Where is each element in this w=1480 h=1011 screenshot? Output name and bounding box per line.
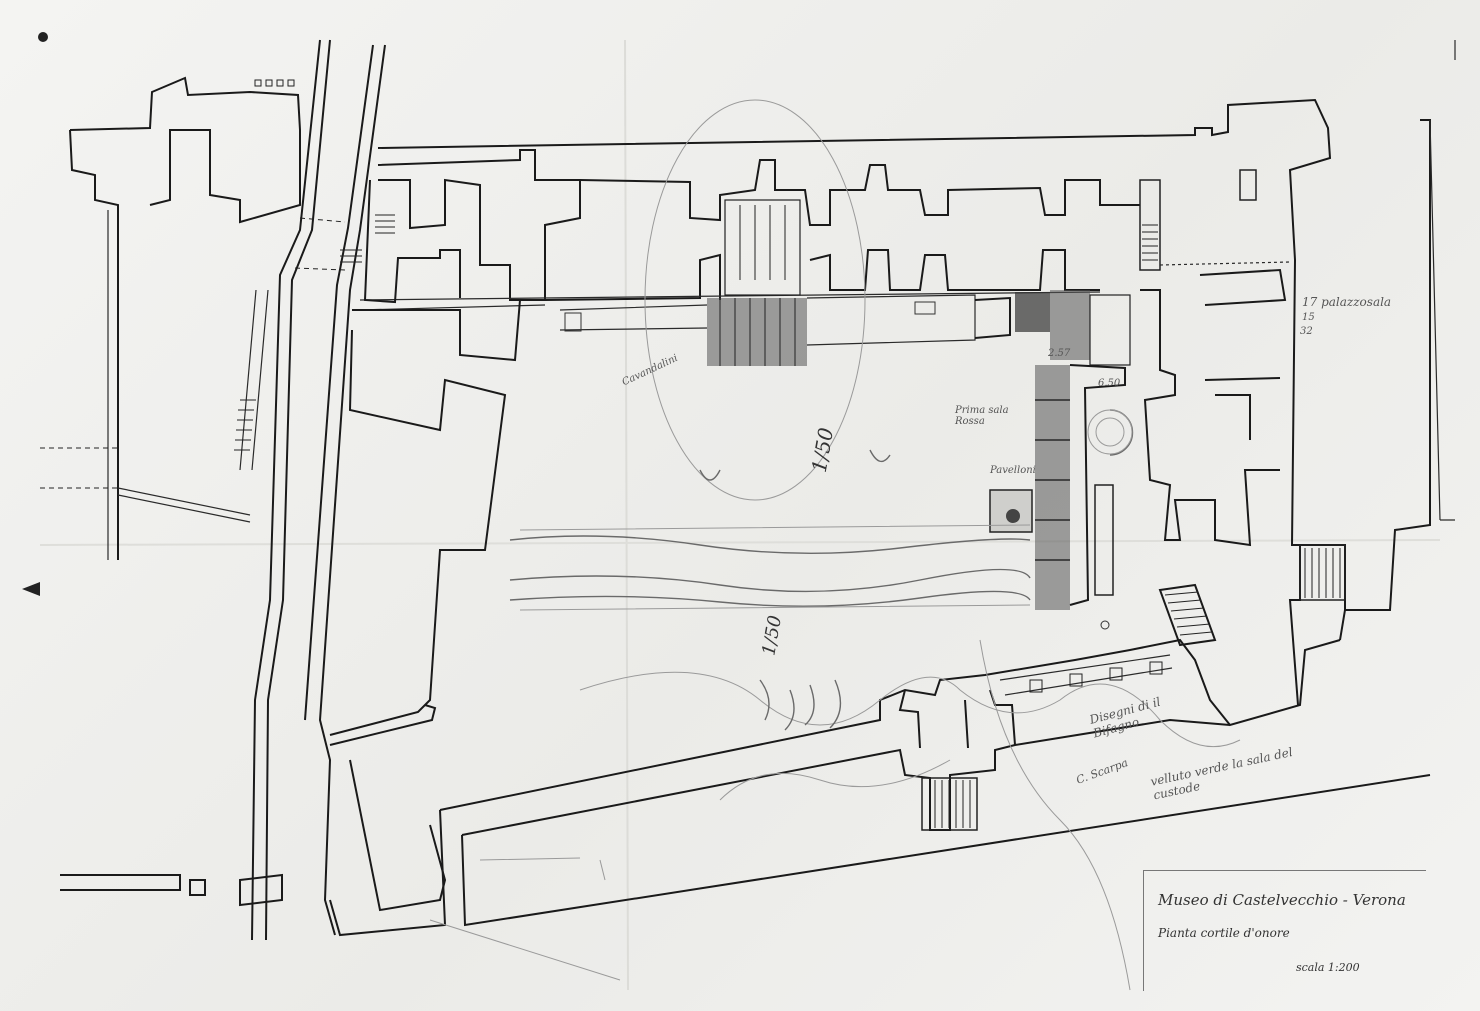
annotation-right-2: 15 <box>1302 312 1315 323</box>
pin-mark-top <box>38 32 48 42</box>
annotation-corridor-label: Pavelloni <box>990 465 1036 476</box>
courtyard-sketches <box>429 99 1241 991</box>
title-museum: Museo di Castelvecchio - Verona <box>1158 891 1406 909</box>
annotation-right-3: 32 <box>1300 326 1313 337</box>
title-block: Museo di Castelvecchio - Verona Pianta c… <box>1143 870 1426 991</box>
annotation-dim-1: 6.50 <box>1098 378 1121 389</box>
annotation-center-label: Prima sala Rossa <box>955 405 1009 427</box>
title-scale: scala 1:200 <box>1296 961 1360 974</box>
gallery-intervention <box>559 199 1134 630</box>
east-wing <box>1140 40 1456 706</box>
north-wing <box>359 98 1332 311</box>
street-strips <box>60 39 386 941</box>
title-plan: Pianta cortile d'onore <box>1158 926 1290 940</box>
west-wing <box>294 179 521 912</box>
left-buildings <box>40 76 301 560</box>
annotation-right-1: 17 palazzosala <box>1302 295 1392 309</box>
south-wing <box>329 638 1431 937</box>
annotation-dim-2: 2.57 <box>1048 348 1071 359</box>
